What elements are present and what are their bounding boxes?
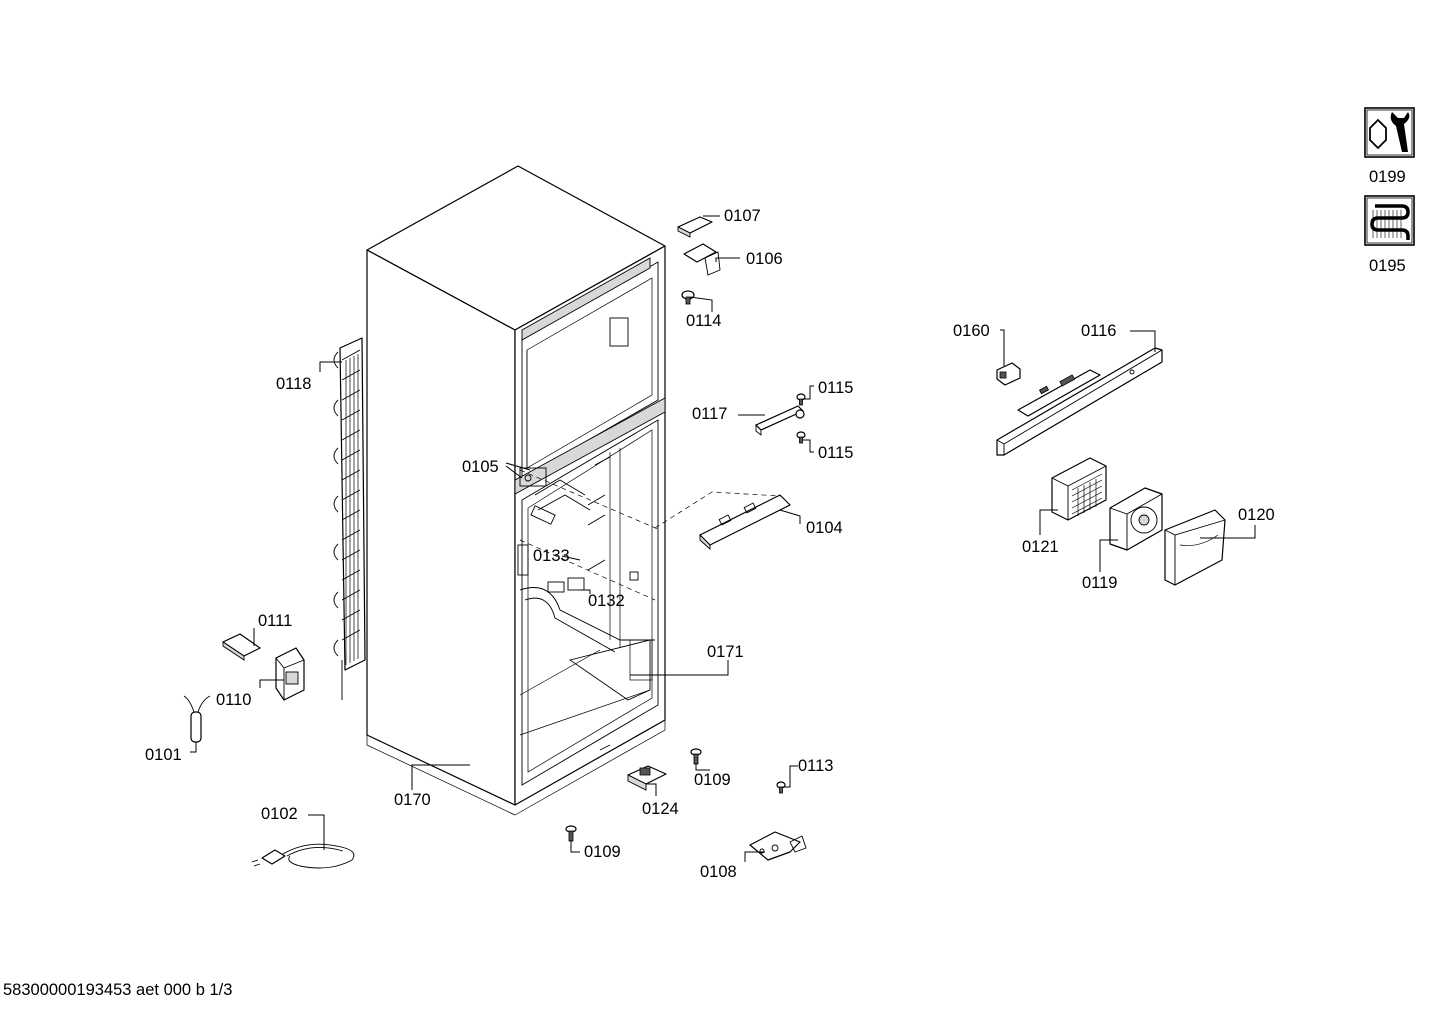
fan-0119 (1109, 487, 1163, 551)
part-label-0116: 0116 (1081, 322, 1116, 340)
part-label-0117: 0117 (692, 405, 727, 423)
part-label-0101: 0101 (145, 746, 182, 764)
part-label-0170: 0170 (394, 791, 431, 809)
part-label-0105: 0105 (462, 458, 499, 476)
part-label-0133: 0133 (533, 547, 570, 565)
part-label-0118: 0118 (276, 375, 311, 393)
part-label-0114: 0114 (686, 312, 721, 330)
screw-0109-bottom (565, 825, 577, 842)
part-label-0171: 0171 (707, 643, 744, 661)
part-label-0102: 0102 (261, 805, 298, 823)
document-footer: 58300000193453 aet 000 b 1/3 (3, 981, 233, 999)
lamp-housing-0104 (654, 491, 791, 551)
part-label-0119: 0119 (1082, 574, 1117, 592)
part-label-0160: 0160 (953, 322, 990, 340)
part-label-0199: 0199 (1369, 168, 1406, 186)
part-label-0104: 0104 (806, 519, 843, 537)
screw-0115-bottom (796, 431, 806, 444)
part-label-0107: 0107 (724, 207, 761, 225)
capacitor-0101 (183, 695, 211, 750)
part-label-0121: 0121 (1022, 538, 1059, 556)
screw-0109-right (690, 748, 702, 765)
leader-lines (190, 215, 1256, 862)
part-label-0111: 0111 (258, 612, 292, 630)
middle-hinge-0117 (755, 405, 805, 436)
connector-0160 (996, 362, 1021, 386)
part-label-0106: 0106 (746, 250, 783, 268)
wrench-nut-icon (1364, 107, 1415, 158)
condenser-0118 (333, 337, 366, 700)
top-hinge-0106 (683, 243, 721, 276)
part-label-0110: 0110 (216, 691, 251, 709)
bottom-hinge-0108 (749, 831, 807, 861)
fan-cover-0121 (1051, 457, 1107, 521)
part-label-0120: 0120 (1238, 506, 1275, 524)
hinge-cover-0107 (677, 216, 713, 238)
relay-0110 (275, 647, 305, 701)
air-duct-0120 (1164, 509, 1226, 586)
part-label-0124: 0124 (642, 800, 679, 818)
part-label-0132: 0132 (588, 592, 625, 610)
part-labels: 0107 0106 0114 0118 0115 0117 0115 0105 … (145, 168, 1406, 881)
foot-0124 (627, 765, 667, 791)
part-label-0108: 0108 (700, 863, 737, 881)
part-label-0109-right: 0109 (694, 771, 731, 789)
power-cord-0102 (251, 843, 355, 869)
part-label-0115-top: 0115 (818, 379, 853, 397)
part-label-0109-bottom: 0109 (584, 843, 621, 861)
control-panel-0116 (996, 347, 1163, 456)
part-label-0113: 0113 (798, 757, 833, 775)
cabinet-0170 (366, 165, 666, 816)
part-label-0195: 0195 (1369, 257, 1406, 275)
screw-0115-top (796, 393, 806, 406)
part-label-0115-bottom: 0115 (818, 444, 853, 462)
coil-icon (1364, 195, 1415, 246)
cover-0111 (222, 633, 261, 661)
